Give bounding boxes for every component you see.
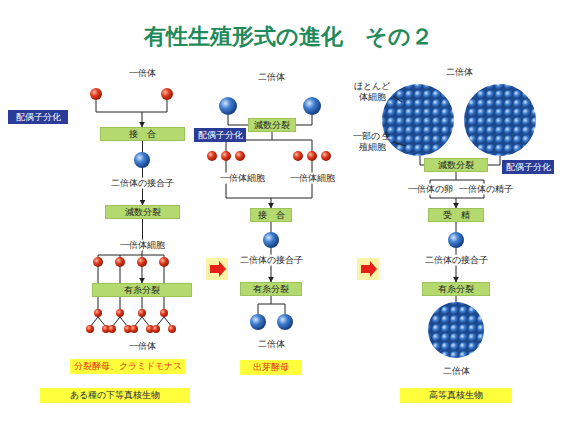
diploid-cell (277, 314, 293, 330)
node-text: 有糸分裂 (253, 285, 289, 294)
node-text: 出芽酵母 (253, 363, 289, 372)
flow-connector (142, 141, 143, 205)
node-text: 高等真核生物 (429, 391, 483, 400)
haploid-cell (93, 257, 103, 267)
cell-label: 一部の 生殖細胞 (351, 131, 393, 153)
haploid-cell (137, 257, 147, 267)
flow-connector (456, 222, 457, 282)
node-text: 有糸分裂 (438, 285, 474, 294)
merge-line (142, 112, 143, 127)
merge-line (96, 100, 167, 112)
node-text: 受 精 (443, 211, 470, 220)
flow-connector (226, 132, 272, 208)
node-text: ある種の下等真核生物 (70, 391, 160, 400)
process-box: 有糸分裂 (422, 282, 490, 296)
branch-line (271, 140, 312, 198)
process-box: 接 合 (100, 127, 185, 141)
haploid-gamete (90, 88, 102, 100)
haploid-cell (115, 257, 125, 267)
process-box: 有糸分裂 (240, 282, 302, 296)
division-line (90, 297, 172, 327)
division-line (456, 296, 457, 302)
diploid-zygote (134, 152, 150, 168)
cell-label: 二倍体の接合子 (239, 255, 304, 266)
organism-box: 高等真核生物 (400, 388, 512, 403)
arrow-background (357, 258, 379, 280)
node-text: 接 合 (129, 130, 156, 139)
cell-label: 二倍体 (257, 72, 286, 83)
organism-box: 分裂酵母、クラミドモナス (70, 359, 186, 374)
node-text: 減数分裂 (254, 121, 290, 130)
arrow-background (206, 258, 228, 280)
multicellular-body (464, 84, 536, 156)
leader-line (393, 96, 406, 146)
flow-connector (142, 219, 144, 283)
cell-label: 二倍体 (257, 339, 286, 350)
process-box: 受 精 (428, 208, 484, 222)
diploid-zygote (448, 232, 464, 248)
node-text: 有糸分裂 (124, 286, 160, 295)
organism-box: 出芽酵母 (240, 360, 302, 375)
haploid-cells (86, 309, 176, 333)
cell-label: 二倍体 (445, 67, 474, 78)
cell-label: 一倍体の卵 (407, 184, 454, 195)
process-box: 減数分裂 (248, 118, 296, 132)
diploid-cell (250, 314, 266, 330)
node-text: 接 合 (258, 211, 285, 220)
node-text: 減数分裂 (125, 208, 161, 217)
cell-label: 一倍体細胞 (219, 173, 266, 184)
stage-label: 配偶子分化 (194, 128, 246, 142)
node-text: 配偶子分化 (506, 163, 551, 172)
cell-label: 一倍体 (128, 68, 157, 79)
diploid-zygote (263, 232, 279, 248)
process-box: 接 合 (250, 208, 292, 222)
cell-label: 二倍体の接合子 (110, 178, 175, 189)
title: 有性生殖形式の進化 その２ (0, 22, 576, 52)
organism-box: ある種の下等真核生物 (40, 388, 190, 403)
stage-label: 配偶子分化 (8, 110, 68, 124)
haploid-gamete (161, 88, 173, 100)
cell-label: 一倍体の精子 (458, 184, 514, 195)
haploid-cells (207, 151, 331, 161)
node-text: 減数分裂 (438, 161, 474, 170)
cell-label: ほとんど 体細胞 (351, 81, 393, 103)
process-box: 減数分裂 (105, 205, 180, 219)
multicellular-body (428, 302, 484, 358)
branch-line (98, 255, 164, 283)
evolution-arrow (210, 261, 226, 277)
flow-connector (271, 222, 272, 282)
stage-label: 配偶子分化 (502, 160, 554, 174)
cell-label: 一倍体細胞 (289, 173, 336, 184)
node-text: 配偶子分化 (198, 131, 243, 140)
cell-label: 二倍体 (442, 366, 471, 377)
cell-label: 二倍体の接合子 (424, 255, 489, 266)
process-box: 減数分裂 (424, 158, 488, 172)
diploid-cell (303, 97, 321, 115)
multicellular-body (382, 84, 454, 156)
evolution-arrow (361, 261, 377, 277)
haploid-cell (159, 257, 169, 267)
division-line (258, 296, 285, 314)
node-text: 配偶子分化 (16, 113, 61, 122)
node-text: 分裂酵母、クラミドモナス (74, 362, 182, 371)
process-box: 有糸分裂 (92, 283, 192, 297)
cell-label: 一倍体 (128, 341, 157, 352)
cell-label: 一倍体細胞 (119, 240, 166, 251)
diploid-cell (219, 97, 237, 115)
